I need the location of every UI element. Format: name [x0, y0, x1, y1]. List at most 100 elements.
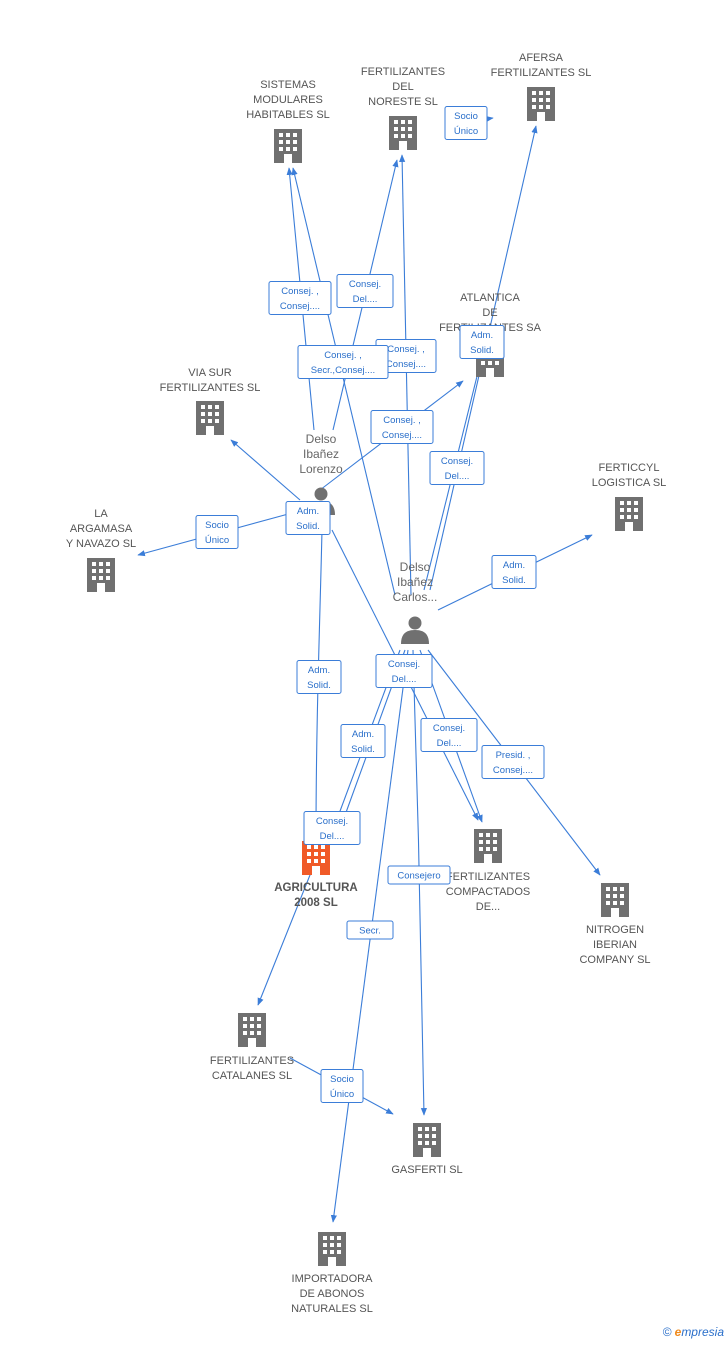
relation-label[interactable]: Consej.Del.... — [375, 654, 433, 688]
relation-label[interactable]: Consejero — [387, 865, 451, 885]
relation-label[interactable]: Adm.Solid. — [340, 724, 386, 758]
company-label: AFERSA — [519, 52, 564, 64]
relation-box — [459, 325, 505, 359]
relation-label[interactable]: Consej. ,Secr.,Consej.... — [297, 345, 389, 379]
building-icon — [302, 841, 330, 875]
company-label: ARGAMASA — [70, 523, 133, 535]
edge-lorenzo-viasur — [230, 439, 301, 501]
relation-text: Adm. — [352, 729, 374, 740]
relation-text: Consej.... — [493, 765, 533, 776]
relation-label[interactable]: Secr. — [346, 920, 394, 940]
relation-label[interactable]: Consej. ,Consej.... — [375, 339, 437, 373]
relation-label[interactable]: Consej.Del.... — [429, 451, 485, 485]
company-label: FERTILIZANTES — [446, 871, 530, 883]
relation-text: Consej. , — [387, 344, 425, 355]
relation-text: Adm. — [308, 665, 330, 676]
company-label: AGRICULTURA — [274, 882, 357, 894]
company-afersa[interactable]: AFERSA FERTILIZANTES SL — [491, 52, 592, 121]
relation-text: Consej.... — [280, 301, 320, 312]
person-label: Delso — [400, 560, 431, 574]
relation-label[interactable]: Consej. , Consej.... — [268, 281, 332, 315]
company-label: NITROGEN — [586, 924, 644, 936]
building-icon — [474, 829, 502, 863]
relation-text: Consej. — [433, 723, 465, 734]
edge-carlos-gasferti — [412, 649, 427, 1116]
relation-box — [303, 811, 361, 845]
company-label: GASFERTI SL — [391, 1164, 462, 1176]
relation-text: Del.... — [353, 294, 378, 305]
edge-agricultura-catalanes — [257, 869, 313, 1006]
building-icon — [527, 87, 555, 121]
relation-box — [296, 660, 342, 694]
company-label: Y NAVAZO SL — [66, 538, 136, 550]
relation-text: Solid. — [307, 680, 331, 691]
person-carlos[interactable]: DelsoIbañezCarlos... — [393, 560, 438, 644]
relation-text: Presid. , — [496, 750, 531, 761]
company-label: IMPORTADORA — [292, 1273, 374, 1285]
relation-text: Adm. — [471, 330, 493, 341]
relation-label[interactable]: Consej. Del.... — [420, 718, 478, 752]
relation-label[interactable]: Consej.Del.... — [303, 811, 361, 845]
relation-text: Consej. , — [383, 415, 421, 426]
relation-label[interactable]: Presid. , Consej.... — [481, 745, 545, 779]
relation-text: Único — [454, 126, 478, 137]
company-label: COMPANY SL — [579, 954, 650, 966]
relation-text: Del.... — [320, 831, 345, 842]
relation-text: Consej. , — [324, 350, 362, 361]
company-label: DE... — [476, 901, 500, 913]
person-icon — [401, 616, 429, 644]
building-icon — [413, 1123, 441, 1157]
relation-box — [297, 345, 389, 379]
relation-label[interactable]: Consej.Del.... — [336, 274, 394, 308]
relation-text: Solid. — [296, 521, 320, 532]
relation-text: Socio — [330, 1074, 354, 1085]
relation-label[interactable]: Adm.Solid. — [459, 325, 505, 359]
relation-label[interactable]: Consej. ,Consej.... — [370, 410, 434, 444]
relation-label[interactable]: Adm.Solid. — [285, 501, 331, 535]
company-label: DE — [482, 307, 497, 319]
company-label: SISTEMAS — [260, 79, 316, 91]
company-gasferti[interactable]: GASFERTI SL — [391, 1123, 463, 1176]
person-label: Lorenzo — [299, 462, 343, 476]
relation-box — [340, 724, 386, 758]
edge-carlos-noreste — [399, 154, 412, 596]
brand-name: mpresia — [681, 1325, 724, 1339]
company-compactados[interactable]: FERTILIZANTESCOMPACTADOSDE... — [446, 829, 531, 913]
copyright-icon: © — [662, 1325, 672, 1339]
person-label: Ibañez — [303, 447, 339, 461]
company-label: FERTILIZANTES SL — [491, 67, 592, 79]
relation-text: Del.... — [445, 471, 470, 482]
company-label: DEL — [392, 81, 413, 93]
company-label: 2008 SL — [294, 897, 337, 909]
relation-text: Socio — [205, 520, 229, 531]
relation-label[interactable]: Adm. Solid. — [296, 660, 342, 694]
company-agricultura[interactable]: AGRICULTURA 2008 SL — [274, 841, 358, 909]
company-label: LOGISTICA SL — [592, 477, 667, 489]
relation-box — [375, 654, 433, 688]
relation-box — [268, 281, 332, 315]
brand-watermark: ©empresia — [663, 1325, 724, 1339]
relation-label[interactable]: Adm.Solid. — [491, 555, 537, 589]
relation-text: Adm. — [503, 560, 525, 571]
brand-initial: e — [674, 1325, 682, 1339]
person-label: Carlos... — [393, 590, 438, 604]
relation-text: Del.... — [437, 738, 462, 749]
building-icon — [87, 558, 115, 592]
company-label: FERTILIZANTES — [361, 66, 445, 78]
relation-text: Consej. , — [281, 286, 319, 297]
relation-box — [320, 1069, 364, 1103]
